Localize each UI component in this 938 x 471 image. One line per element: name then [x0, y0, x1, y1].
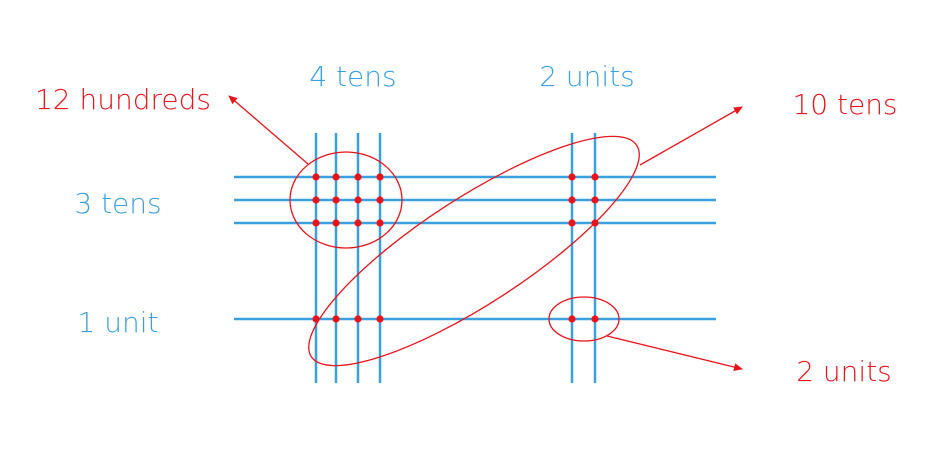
tens-arrow — [639, 106, 743, 166]
intersection-dot — [332, 219, 340, 227]
intersection-dot — [354, 173, 362, 181]
intersection-dot — [376, 315, 384, 323]
intersection-dot — [354, 219, 362, 227]
intersection-dot — [376, 219, 384, 227]
result-arrows — [228, 95, 743, 371]
intersection-dot — [312, 219, 320, 227]
intersection-dot — [312, 196, 320, 204]
intersection-dot — [354, 315, 362, 323]
intersection-dot — [591, 315, 599, 323]
intersection-dot — [332, 196, 340, 204]
vertical-lines-tens — [314, 133, 382, 383]
horizontal-lines-tens — [234, 175, 716, 225]
intersection-dots — [312, 173, 599, 323]
intersection-dot — [332, 315, 340, 323]
intersection-dot — [332, 173, 340, 181]
intersection-dot — [312, 173, 320, 181]
label-2-units-result: 2 units — [796, 355, 892, 388]
hundreds-arrow — [228, 95, 309, 165]
intersection-dot — [591, 173, 599, 181]
intersection-dot — [568, 196, 576, 204]
intersection-dot — [568, 219, 576, 227]
tens-ellipse — [308, 135, 640, 367]
hundreds-ellipse — [289, 151, 403, 249]
label-1-unit: 1 unit — [78, 306, 159, 339]
units-arrow — [606, 335, 743, 371]
label-3-tens: 3 tens — [74, 187, 161, 220]
intersection-dot — [591, 196, 599, 204]
intersection-dot — [568, 315, 576, 323]
intersection-dot — [354, 196, 362, 204]
intersection-dot — [376, 173, 384, 181]
intersection-dot — [568, 173, 576, 181]
units-ellipse — [548, 296, 620, 342]
label-4-tens: 4 tens — [309, 60, 396, 93]
intersection-dot — [376, 196, 384, 204]
label-12-hundreds: 12 hundreds — [35, 83, 211, 116]
label-2-units-top: 2 units — [539, 60, 635, 93]
vertical-lines-units — [570, 133, 597, 383]
group-ellipses — [289, 135, 640, 367]
label-10-tens: 10 tens — [792, 88, 897, 121]
